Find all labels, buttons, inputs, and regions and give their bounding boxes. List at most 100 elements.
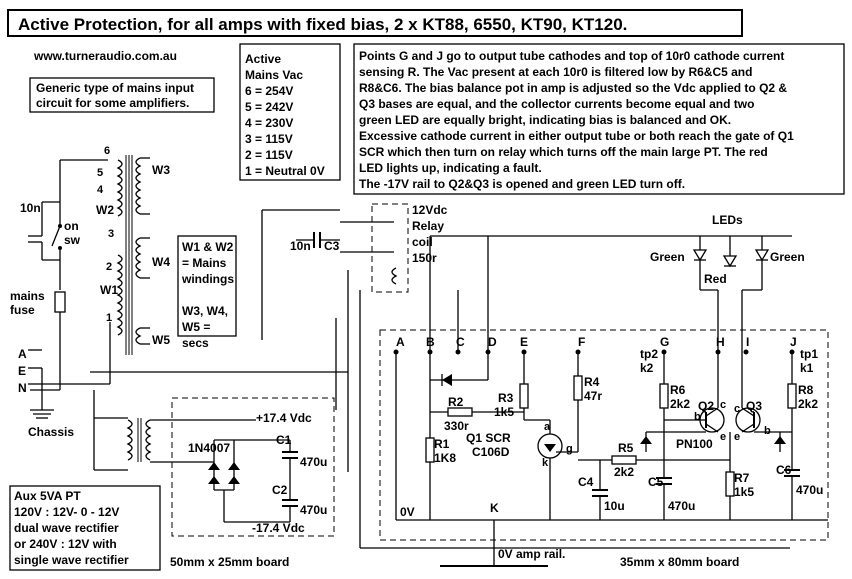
q2-collector-label: c <box>720 399 726 411</box>
switch-on-label: on <box>64 219 79 233</box>
q1-anode-label: a <box>544 421 551 433</box>
red-led <box>722 255 738 268</box>
w2-label: W2 <box>96 203 114 217</box>
chassis-label: Chassis <box>28 425 74 439</box>
q2-emitter-label: e <box>720 431 726 443</box>
c1-value: 470u <box>300 455 327 469</box>
aux-pt-note-line: Aux 5VA PT <box>14 489 81 503</box>
rectifier-board-outline <box>171 397 335 537</box>
aux-pt-note-box <box>9 485 161 571</box>
r4-resistor <box>573 375 583 401</box>
mains-vac-line: 1 = Neutral 0V <box>245 164 325 178</box>
title-box <box>7 9 743 37</box>
q1-gate-label: g <box>566 443 573 455</box>
relay-coil-label: coil <box>412 235 433 249</box>
point-e-label: E <box>520 335 528 349</box>
green-led-2 <box>754 249 770 262</box>
terminal-a-label: A <box>18 347 27 361</box>
emitter-diode-left <box>640 432 652 452</box>
relay-contacts <box>261 209 398 340</box>
title: Active Protection, for all amps with fix… <box>18 15 627 34</box>
mains-vac-line: 4 = 230V <box>245 116 293 130</box>
q3-emitter-label: e <box>734 431 740 443</box>
description-line: green LED are equally bright, indicating… <box>359 113 731 127</box>
r2-label: R2 <box>448 395 464 409</box>
point-h-label: H <box>716 335 725 349</box>
mains-note-line-1: Generic type of mains input <box>36 81 194 95</box>
mains-note-line-2: circuit for some amplifiers. <box>36 96 189 110</box>
aux-pt-note-line: or 240V : 12V with <box>14 537 117 551</box>
q3-collector-label: c <box>734 403 740 415</box>
w3-label: W3 <box>152 163 170 177</box>
mains-vac-line: Active <box>245 52 281 66</box>
windings-note-box <box>177 235 237 337</box>
r3-resistor <box>519 383 529 409</box>
website: www.turneraudio.com.au <box>33 49 177 63</box>
point-f-label: F <box>578 335 585 349</box>
green-led-1 <box>692 249 708 262</box>
minus-rail-label: -17.4 Vdc <box>252 521 305 535</box>
w1-label: W1 <box>100 283 118 297</box>
board-points <box>393 349 795 355</box>
description-line: sensing R. The Vac present at each 10r0 … <box>359 65 752 79</box>
mains-note-box <box>29 77 215 113</box>
c3-value: 10n <box>290 239 311 253</box>
r6-resistor <box>659 383 669 409</box>
r7-resistor <box>725 471 735 497</box>
q1-label: Q1 SCR <box>466 431 511 445</box>
q3-transistor <box>735 260 763 433</box>
c6-value: 470u <box>796 483 823 497</box>
tap-1-label: 1 <box>106 312 112 324</box>
board2-size-label: 35mm x 80mm board <box>620 555 739 569</box>
relay-outline <box>371 203 409 293</box>
q1-scr <box>537 420 578 520</box>
description-line: Excessive cathode current in either outp… <box>359 129 794 143</box>
leds-label: LEDs <box>712 213 743 227</box>
mains-vac-box <box>239 43 341 181</box>
c3-label: C3 <box>324 239 340 253</box>
green-led-2-label: Green <box>770 250 805 264</box>
point-j-label: J <box>790 335 797 349</box>
c6-label: C6 <box>776 463 792 477</box>
protection-board-outline <box>379 329 829 541</box>
r6-value: 2k2 <box>670 397 690 411</box>
c1-label: C1 <box>276 433 292 447</box>
r8-value: 2k2 <box>798 397 818 411</box>
k1-label: k1 <box>800 361 814 375</box>
c5-value: 470u <box>668 499 695 513</box>
bridge-rectifier <box>150 419 290 523</box>
r3-value: 1k5 <box>494 405 514 419</box>
mains-vac-line: 2 = 115V <box>245 148 293 162</box>
windings-note-line: secs <box>182 336 209 350</box>
relay-voltage-label: 12Vdc <box>412 203 448 217</box>
c5-capacitor <box>656 477 672 520</box>
switch-sw-label: sw <box>64 233 81 247</box>
description-line: LED lights up, indicating a fault. <box>359 161 542 175</box>
mains-vac-line: 6 = 254V <box>245 84 293 98</box>
r5-resistor <box>578 455 730 465</box>
aux-pt-note-line: 120V : 12V- 0 - 12V <box>14 505 119 519</box>
w5-label: W5 <box>152 333 170 347</box>
windings-note-line: windings <box>181 272 234 286</box>
c2-label: C2 <box>272 483 288 497</box>
zero-v-amp-rail-label: 0V amp rail. <box>498 547 565 561</box>
fuse-label: fuse <box>10 303 35 317</box>
windings-note-line: W1 & W2 <box>182 240 234 254</box>
plus-rail-label: +17.4 Vdc <box>256 411 312 425</box>
relay-resistance-label: 150r <box>412 251 437 265</box>
tap-3-label: 3 <box>108 228 114 240</box>
aux-power-transformer <box>93 390 152 471</box>
red-led-label: Red <box>704 272 727 286</box>
windings-note-line: = Mains <box>182 256 227 270</box>
mains-label: mains <box>10 289 45 303</box>
q3-base-label: b <box>764 425 771 437</box>
w4-label: W4 <box>152 255 170 269</box>
board1-size-label: 50mm x 25mm board <box>170 555 289 569</box>
terminal-e-label: E <box>18 364 26 378</box>
description-text: Points G and J go to output tube cathode… <box>359 49 794 191</box>
q3-label: Q3 <box>746 399 762 413</box>
q2-transistor <box>699 260 725 433</box>
q1-cathode-label: k <box>542 457 549 469</box>
q2-base-label: b <box>694 411 701 423</box>
r1-label: R1 <box>434 437 450 451</box>
